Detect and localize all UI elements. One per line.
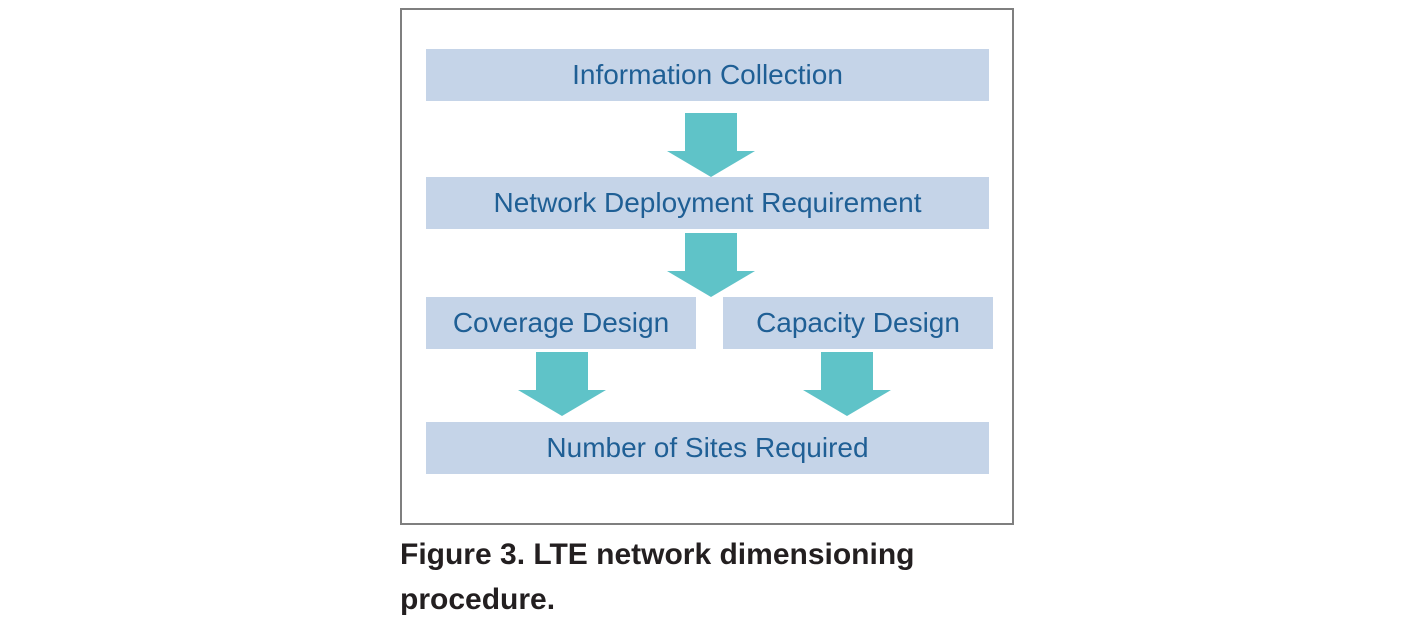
arrow-down-icon <box>667 113 755 177</box>
step-information-collection: Information Collection <box>426 49 989 101</box>
step-network-deployment-requirement: Network Deployment Requirement <box>426 177 989 229</box>
step-capacity-design-label: Capacity Design <box>756 307 960 338</box>
figure-caption-line-1: Figure 3. LTE network dimensioning <box>400 538 915 571</box>
step-information-collection-label: Information Collection <box>572 59 843 90</box>
figure-caption-line-2: procedure. <box>400 583 556 616</box>
step-number-of-sites-required: Number of Sites Required <box>426 422 989 474</box>
step-number-of-sites-required-label: Number of Sites Required <box>546 432 869 463</box>
step-capacity-design: Capacity Design <box>723 297 993 349</box>
arrow-down-icon <box>667 233 755 297</box>
step-coverage-design-label: Coverage Design <box>452 307 670 338</box>
arrow-down-icon <box>518 352 606 416</box>
step-coverage-design: Coverage Design <box>426 297 696 349</box>
arrow-down-icon <box>803 352 891 416</box>
step-network-deployment-requirement-label: Network Deployment Requirement <box>493 187 922 218</box>
figure-caption: Figure 3. LTE network dimensioning proce… <box>400 532 1020 622</box>
diagram-frame <box>400 8 1014 525</box>
